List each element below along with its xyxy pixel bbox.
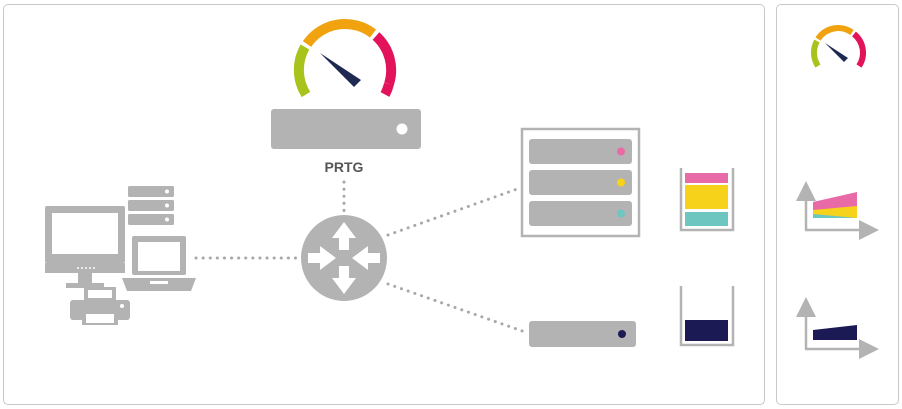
area-chart-navy-icon — [796, 297, 879, 359]
small-server-stack-icon — [128, 186, 174, 225]
desktop-computer-icon — [45, 206, 125, 288]
server-rack-icon — [520, 127, 641, 238]
prtg-gauge-icon — [293, 19, 397, 98]
connection-lines — [194, 180, 530, 335]
storage-bin-navy-icon — [679, 286, 735, 347]
laptop-icon — [122, 236, 196, 291]
printer-icon — [70, 287, 130, 325]
summary-gauge-icon — [810, 25, 866, 68]
storage-bin-multicolor-icon — [679, 168, 735, 232]
single-server-icon — [529, 321, 636, 347]
area-chart-multicolor-icon — [796, 181, 879, 240]
client-devices — [45, 186, 196, 325]
connection-router-to-server — [386, 282, 530, 335]
prtg-label: PRTG — [325, 159, 364, 175]
connection-router-to-rack — [386, 186, 522, 237]
router-icon — [301, 215, 387, 301]
prtg-server-icon — [271, 109, 421, 149]
